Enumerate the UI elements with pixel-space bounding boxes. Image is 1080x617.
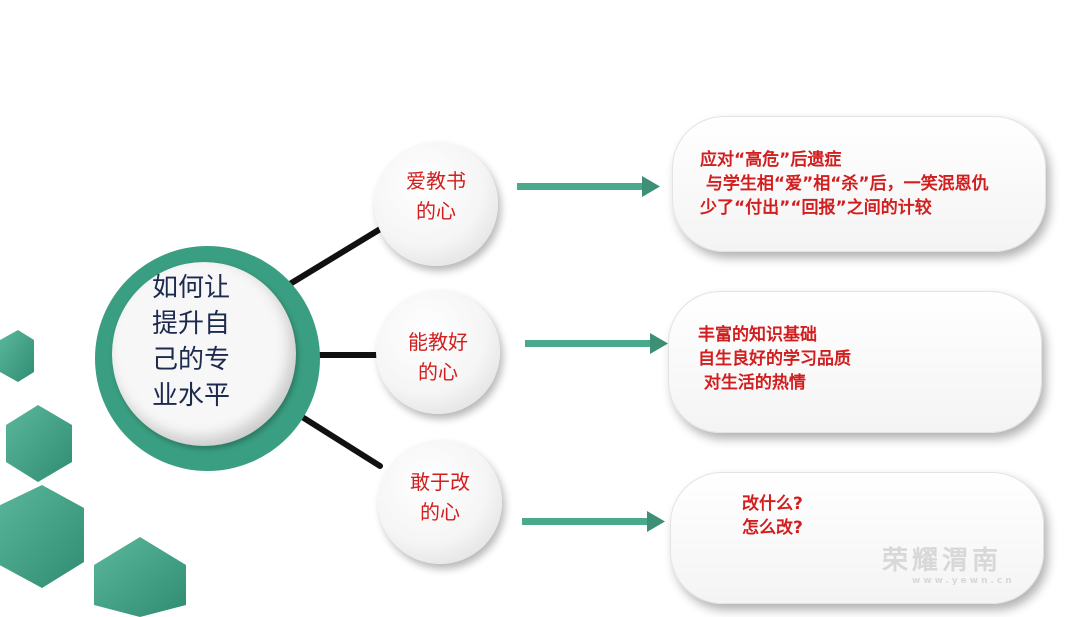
description-line: 丰富的知识基础 <box>698 325 817 345</box>
decorative-hexagons <box>0 330 186 617</box>
hexagon-shape <box>0 330 34 382</box>
node-circle-2 <box>376 290 500 414</box>
description-line: 怎么改? <box>742 518 803 538</box>
description-line: 改什么? <box>742 494 803 514</box>
description-text-2: 丰富的知识基础 自生良好的学习品质 对生活的热情 <box>698 323 851 395</box>
node-label-line: 能教好 <box>408 330 468 354</box>
node-circle-1 <box>374 142 498 266</box>
hexagon-shape <box>6 405 72 482</box>
description-box-1 <box>672 116 1046 252</box>
arrow-2 <box>525 333 668 354</box>
center-title-line: 提升自 <box>152 309 231 339</box>
node-label-1: 爱教书 的心 <box>374 166 498 226</box>
center-circle <box>112 262 296 446</box>
description-line: 对生活的热情 <box>698 373 806 393</box>
arrow-3 <box>522 511 665 532</box>
node-label-line: 的心 <box>418 360 458 384</box>
description-text-3: 改什么? 怎么改? <box>742 492 803 540</box>
node-label-line: 敢于改 <box>410 470 470 494</box>
node-label-line: 的心 <box>420 500 460 524</box>
node-label-3: 敢于改 的心 <box>378 467 502 527</box>
hexagon-shape <box>0 485 84 588</box>
description-line: 与学生相“爱”相“杀”后，一笑泯恩仇 <box>700 174 989 194</box>
node-label-line: 爱教书 <box>406 169 466 193</box>
description-line: 自生良好的学习品质 <box>698 349 851 369</box>
connector-line-top <box>277 225 385 293</box>
watermark-url: www.yewn.cn <box>912 576 1015 586</box>
description-line: 少了“付出”“回报”之间的计较 <box>700 198 932 218</box>
description-line: 应对“高危”后遗症 <box>700 150 842 170</box>
node-label-line: 的心 <box>416 199 456 223</box>
hexagon-shape <box>94 537 186 617</box>
center-title-line: 己的专 <box>152 345 231 375</box>
center-title-line: 如何让 <box>152 273 231 303</box>
watermark-title: 荣耀渭南 <box>882 546 1003 576</box>
watermark-logo: 荣耀渭南 www.yewn.cn <box>882 546 1062 586</box>
center-title: 如何让 提升自 己的专 业水平 <box>152 270 252 414</box>
description-box-2 <box>668 291 1042 433</box>
description-box-3 <box>670 472 1044 604</box>
arrow-1 <box>517 176 660 197</box>
description-text-1: 应对“高危”后遗症 与学生相“爱”相“杀”后，一笑泯恩仇 少了“付出”“回报”之… <box>700 148 989 220</box>
arrows <box>517 176 668 532</box>
node-circle-3 <box>378 440 502 564</box>
center-title-line: 业水平 <box>152 381 231 411</box>
node-label-2: 能教好 的心 <box>376 327 500 387</box>
